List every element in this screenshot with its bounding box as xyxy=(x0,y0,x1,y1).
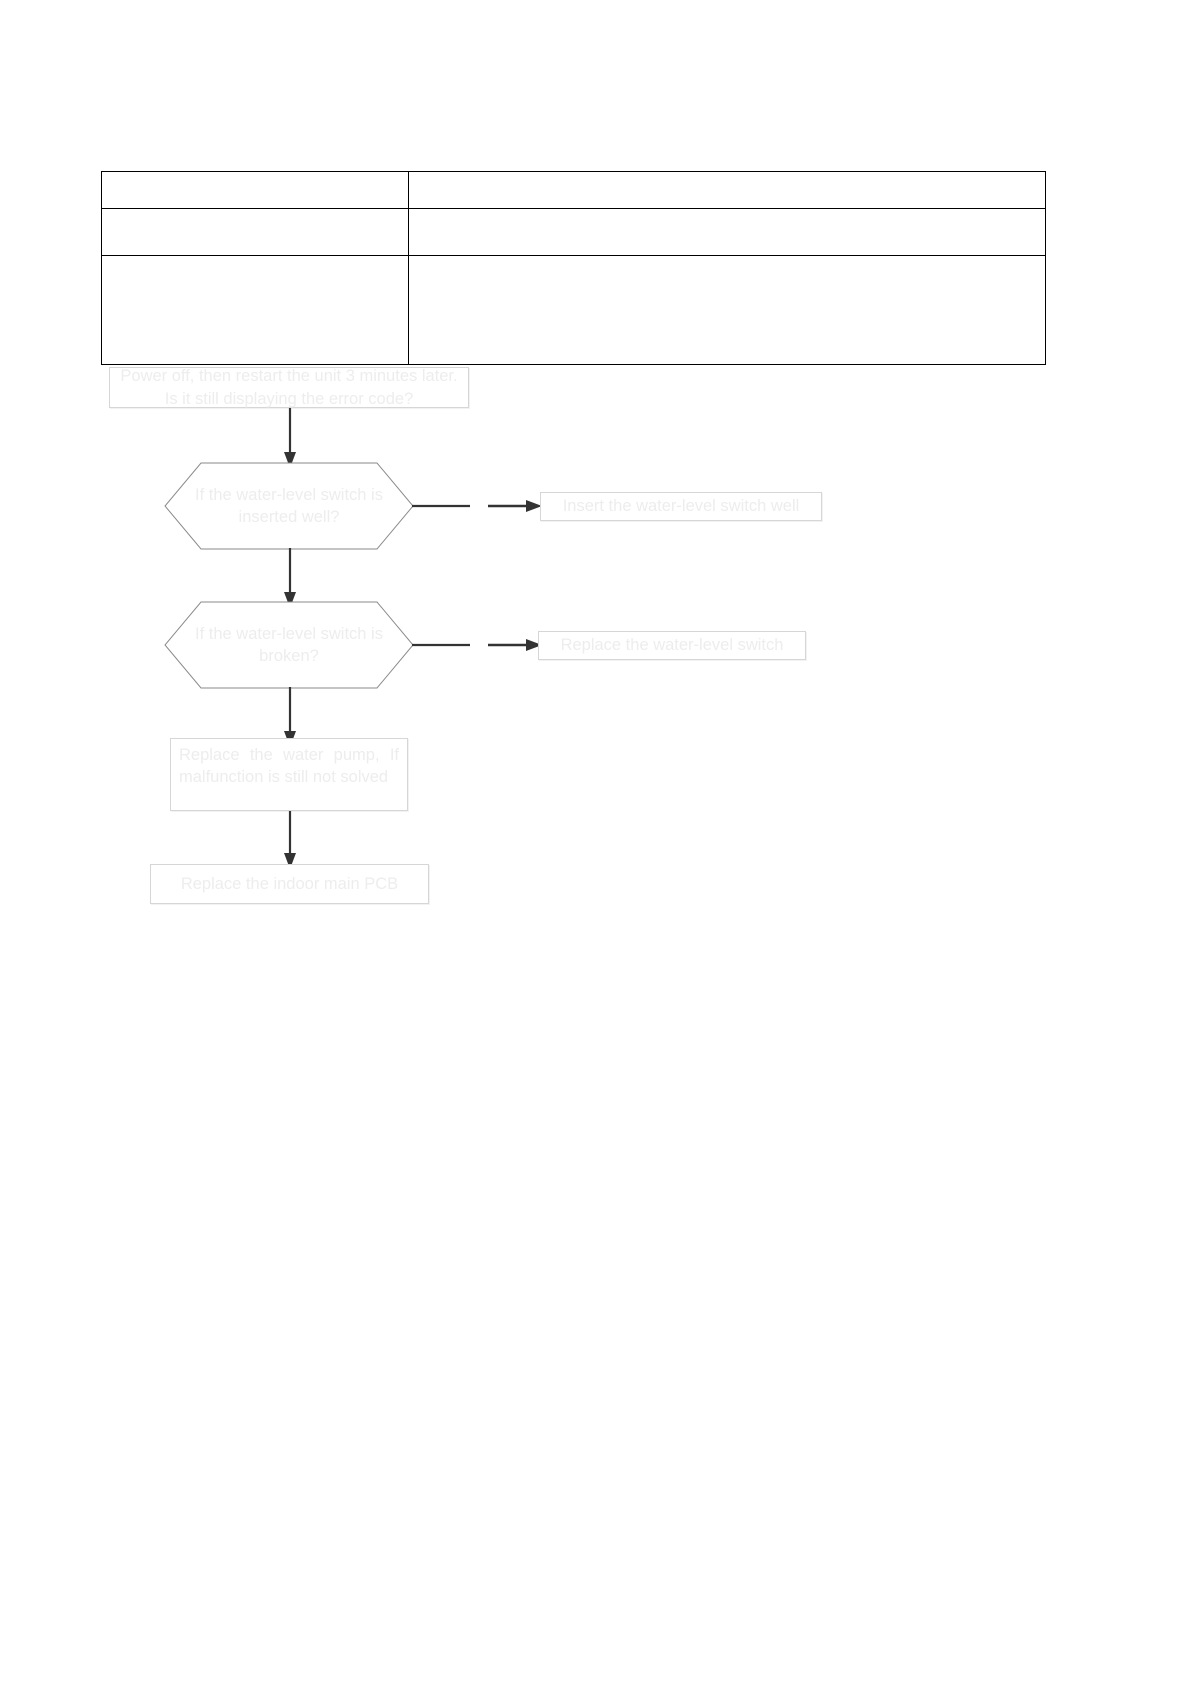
flow-node-start: Power off, then restart the unit 3 minut… xyxy=(109,367,469,408)
flow-node-action-1: Insert the water-level switch well xyxy=(540,492,822,521)
flow-node-action-3-label: Replace the water pump, If malfunction i… xyxy=(179,746,399,787)
flow-node-start-label: Power off, then restart the unit 3 minut… xyxy=(120,367,458,408)
flow-node-action-2: Replace the water-level switch xyxy=(538,631,806,660)
flow-node-action-4: Replace the indoor main PCB xyxy=(150,864,429,904)
table-cell-label xyxy=(101,255,409,365)
connector-decision-2-to-action-2 xyxy=(412,637,544,653)
connector-start-to-decision-1 xyxy=(282,408,298,470)
spec-table xyxy=(101,171,1046,365)
flow-node-action-4-label: Replace the indoor main PCB xyxy=(180,874,399,893)
table-row xyxy=(101,255,1046,365)
connector-decision-1-to-decision-2 xyxy=(282,548,298,610)
table-cell-label xyxy=(101,208,409,256)
flow-node-action-2-label: Replace the water-level switch xyxy=(560,636,784,655)
flow-node-decision-1: If the water-level switch is inserted we… xyxy=(164,462,414,550)
flow-node-decision-2: If the water-level switch is broken? xyxy=(164,601,414,689)
connector-decision-1-to-action-1 xyxy=(412,498,544,514)
table-cell-value xyxy=(408,255,1046,365)
flow-node-action-3: Replace the water pump, If malfunction i… xyxy=(170,738,408,811)
connector-action-3-to-action-4 xyxy=(282,811,298,871)
flow-node-action-1-label: Insert the water-level switch well xyxy=(562,497,800,516)
